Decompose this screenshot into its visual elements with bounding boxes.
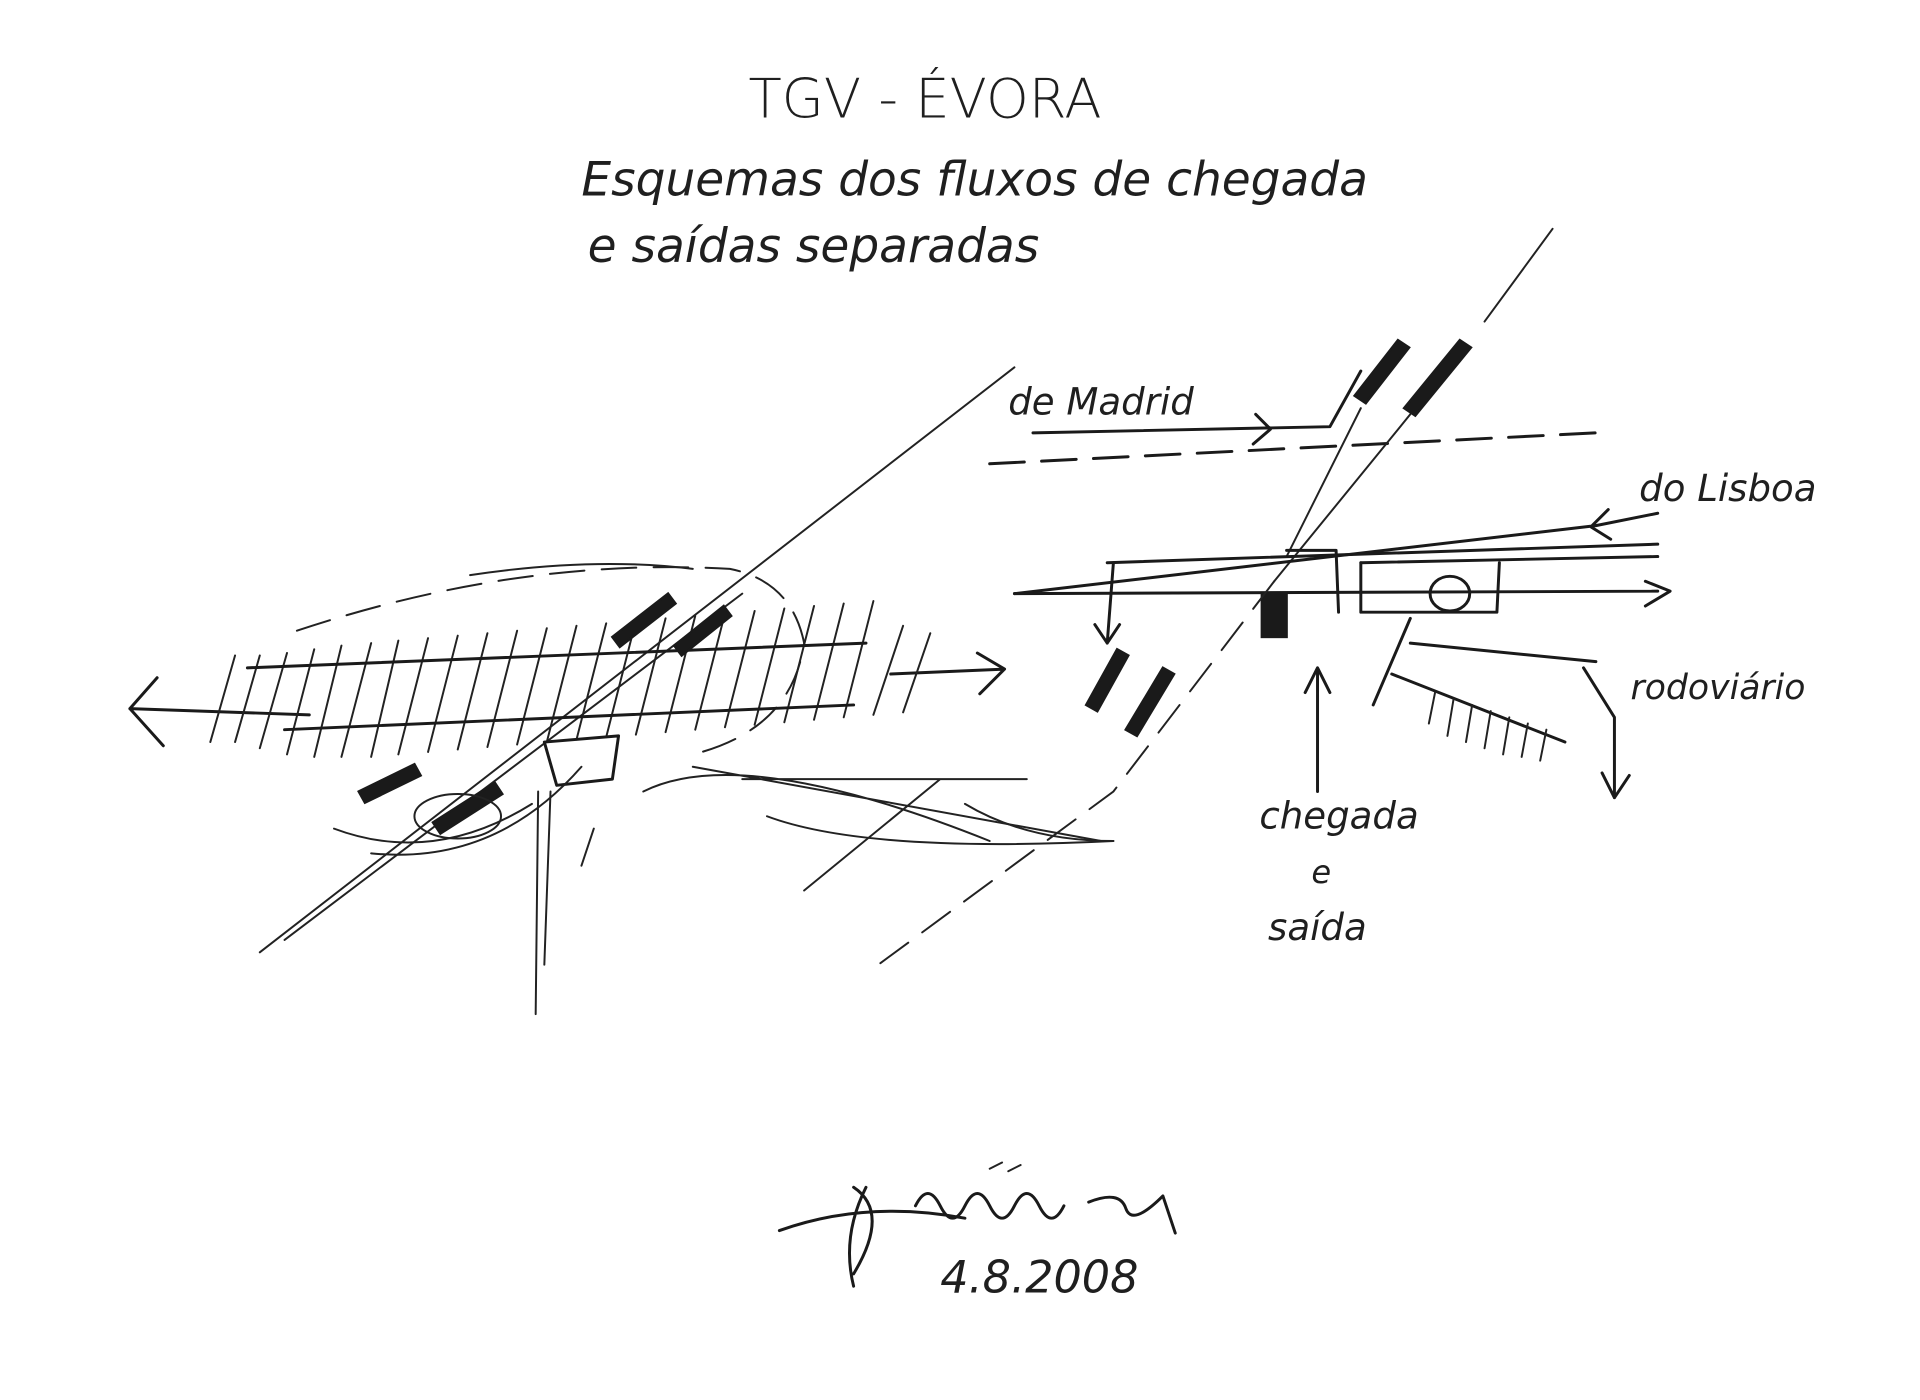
- label-chegada: chegada: [1259, 795, 1418, 838]
- plan-diagram: de Madrid do Lisboa chegada e saída rodo…: [877, 227, 1817, 966]
- label-do-lisboa: do Lisboa: [1639, 467, 1816, 510]
- signature: [777, 1161, 1177, 1288]
- sketch-date: 4.8.2008: [940, 1252, 1138, 1303]
- label-de-madrid: de Madrid: [1008, 380, 1194, 423]
- sketch-subtitle-1: Esquemas dos fluxos de chegada: [581, 152, 1368, 207]
- label-e: e: [1311, 853, 1331, 891]
- perspective-sketch: [128, 366, 1115, 1016]
- sketch-subtitle-2: e saídas separadas: [588, 219, 1040, 274]
- sketch-title: TGV - ÉVORA: [748, 66, 1101, 130]
- label-saida: saída: [1268, 906, 1367, 949]
- label-rodoviario: rodoviário: [1631, 668, 1806, 708]
